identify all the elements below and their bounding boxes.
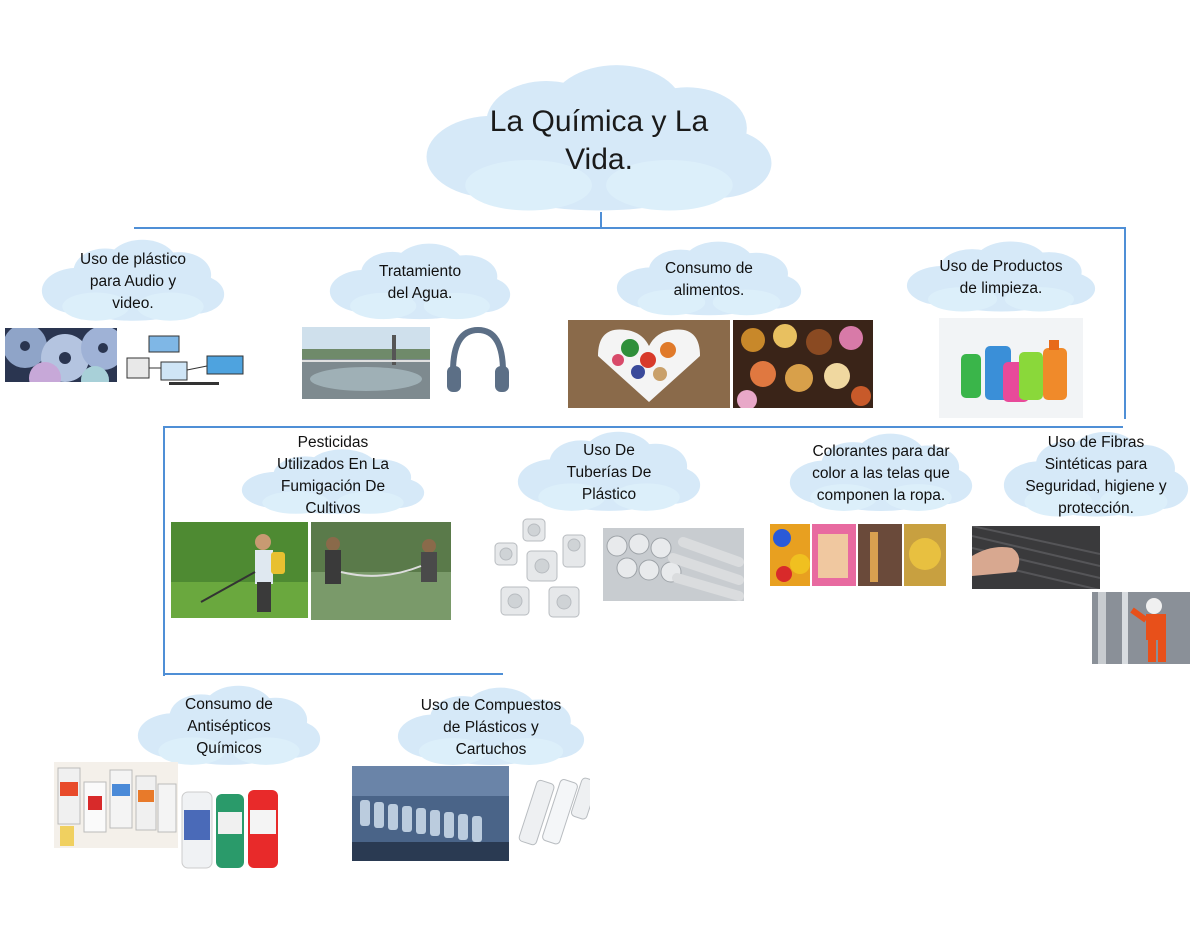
mouthwash-photo: [178, 788, 282, 870]
topic-label-agua: Tratamiento del Agua.: [378, 263, 462, 302]
connector-right-drop: [1124, 227, 1126, 419]
topic-cloud-agua: Tratamiento del Agua.: [328, 242, 512, 324]
topic-label-audio: Uso de plástico para Audio y video.: [80, 251, 186, 312]
topic-cloud-fibras: Uso de Fibras Sintéticas para Seguridad,…: [1002, 430, 1190, 522]
topic-cloud-antisepticos: Consumo de Antisépticos Químicos: [136, 684, 322, 770]
topic-cloud-pesticidas: Pesticidas Utilizados En La Fumigación D…: [240, 432, 426, 520]
water-treatment-photo: [302, 327, 430, 399]
topic-label-alimentos: Consumo de alimentos.: [665, 260, 753, 299]
title-cloud: La Química y La Vida.: [423, 62, 775, 220]
antiseptic-bottles-photo: [54, 762, 178, 848]
junk-food-photo: [733, 320, 873, 408]
filter-cartridges-photo: [518, 770, 590, 858]
connector-bottom-row: [163, 673, 503, 675]
connector-middle-row: [163, 426, 1123, 428]
topic-cloud-audio: Uso de plástico para Audio y video.: [40, 238, 226, 326]
topic-label-fibras: Uso de Fibras Sintéticas para Seguridad,…: [1025, 434, 1167, 517]
pvc-pipes-photo: [603, 528, 744, 601]
fumigation-photo-2: [311, 522, 451, 620]
diagram-title: La Química y La Vida.: [489, 105, 709, 176]
recording-diagram-image: [121, 330, 248, 388]
healthy-food-photo: [568, 320, 730, 408]
topic-label-compuestos: Uso de Compuestos de Plásticos y Cartuch…: [420, 697, 562, 758]
topic-label-antisepticos: Consumo de Antisépticos Químicos: [185, 696, 273, 757]
topic-cloud-colorantes: Colorantes para dar color a las telas qu…: [788, 432, 974, 516]
firefighter-photo: [1092, 592, 1190, 664]
topic-label-limpieza: Uso de Productos de limpieza.: [939, 258, 1063, 297]
cleaning-bottles-photo: [939, 318, 1083, 418]
fumigation-photo-1: [171, 522, 308, 618]
connector-top-row: [134, 227, 1126, 229]
topic-cloud-alimentos: Consumo de alimentos.: [615, 240, 803, 320]
connector-title-stem: [600, 212, 602, 228]
topic-label-pesticidas: Pesticidas Utilizados En La Fumigación D…: [276, 434, 389, 517]
topic-label-tuberias: Uso De Tuberías De Plástico: [566, 442, 652, 503]
dyes-photo: [770, 524, 946, 586]
connector-left-drop: [163, 426, 165, 676]
topic-cloud-compuestos: Uso de Compuestos de Plásticos y Cartuch…: [396, 686, 586, 770]
pvc-fittings-photo: [489, 515, 594, 622]
topic-cloud-tuberias: Uso De Tuberías De Plástico: [516, 430, 702, 516]
topic-cloud-limpieza: Uso de Productos de limpieza.: [905, 240, 1097, 316]
fabric-photo: [972, 526, 1100, 589]
bottle-factory-photo: [352, 766, 509, 861]
topic-label-colorantes: Colorantes para dar color a las telas qu…: [812, 443, 950, 504]
cd-discs-photo: [5, 328, 117, 382]
headphones-photo: [443, 322, 513, 402]
